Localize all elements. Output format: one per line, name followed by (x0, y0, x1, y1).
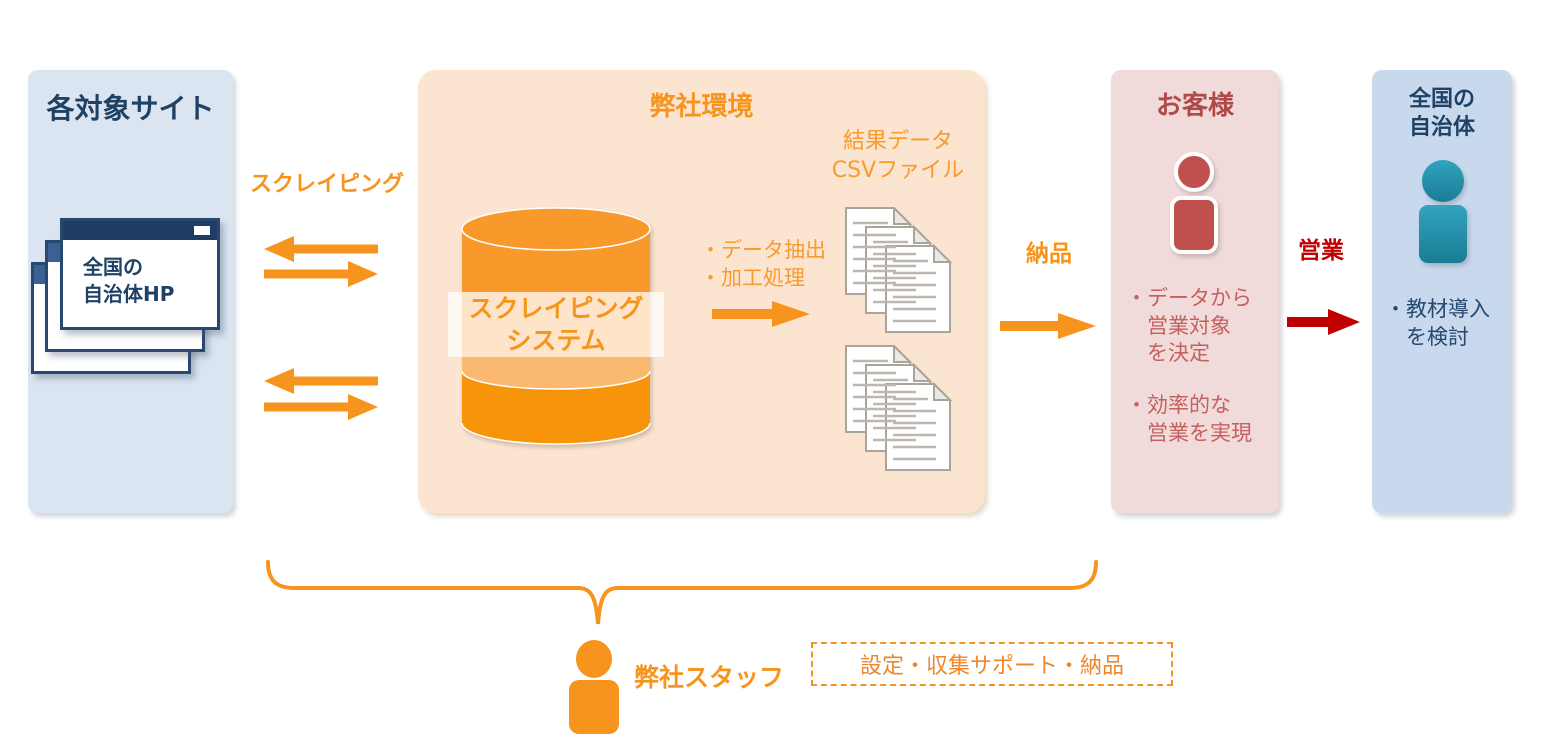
staff-label: 弊社スタッフ (634, 663, 785, 692)
staff-tasks-text: 設定・収集サポート・納品 (859, 654, 1124, 679)
staff-person-icon (569, 640, 619, 734)
process-note: ・データ抽出 ・加工処理 (700, 238, 826, 291)
browser-window-label: 全国の 自治体HP (83, 255, 175, 306)
panel-company-title: 弊社環境 (649, 92, 754, 122)
scraping-flow-label: スクレイピング (250, 172, 405, 197)
staff-tasks-box: 設定・収集サポート・納品 (811, 642, 1173, 686)
scrape-arrow-left-icon (264, 368, 378, 394)
scrape-arrow-left-icon (264, 236, 378, 262)
customer-note: ・データから 営業対象 を決定 (1126, 286, 1252, 366)
process-arrow-icon (712, 301, 810, 327)
document-stack-icon (845, 345, 953, 471)
browser-window-icon: 全国の 自治体HP (60, 218, 220, 330)
browser-windows-stack: 全国の 自治体HP (28, 70, 233, 513)
delivery-flow-label: 納品 (1026, 241, 1072, 267)
panel-company-environment: 弊社環境 スクレイピング システム ・データ抽出 ・加工処理 結果データ CSV… (418, 70, 985, 513)
panel-municipalities-title: 全国の 自治体 (1408, 87, 1475, 140)
panel-customer-title: お客様 (1155, 91, 1234, 121)
csv-output-label: 結果データ CSVファイル (831, 129, 965, 183)
customer-note: ・効率的な 営業を実現 (1126, 393, 1252, 445)
scraping-system-label: スクレイピング システム (448, 292, 664, 357)
panel-customer: お客様 ・データから 営業対象 を決定 ・効率的な 営業を実現 (1111, 70, 1279, 513)
document-stack-icon (845, 207, 953, 333)
sales-arrow-icon (1287, 309, 1360, 335)
scrape-arrow-right-icon (264, 394, 378, 420)
municipality-person-icon (1419, 160, 1467, 263)
panel-municipalities: 全国の 自治体 ・教材導入 を検討 (1372, 70, 1512, 513)
scrape-arrow-right-icon (264, 261, 378, 287)
delivery-arrow-icon (1000, 313, 1096, 339)
panel-target-sites-title: 各対象サイト (46, 92, 215, 125)
sales-flow-label: 営業 (1298, 238, 1344, 264)
staff-scope-brace (266, 560, 1098, 625)
browser-window-titlebar (63, 221, 217, 240)
customer-person-icon (1170, 152, 1218, 254)
municipality-note: ・教材導入 を検討 (1385, 297, 1490, 349)
window-button-icon (194, 226, 210, 235)
panel-target-sites: 各対象サイト 全国の 自治体HP (28, 70, 233, 513)
